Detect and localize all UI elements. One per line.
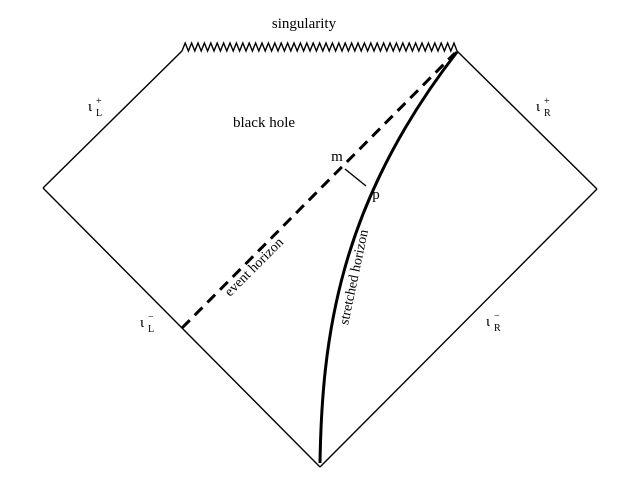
svg-text:−: − xyxy=(494,311,500,322)
scri-minus-left-label: ι − L xyxy=(140,312,154,335)
svg-text:R: R xyxy=(544,108,551,119)
stretched-horizon-curve xyxy=(318,51,459,464)
svg-text:L: L xyxy=(148,324,154,335)
boundary-upper-right xyxy=(456,50,598,190)
m-p-segment xyxy=(344,168,367,187)
boundary-upper-left xyxy=(42,50,183,189)
point-m-label: m xyxy=(331,149,343,165)
svg-text:ι: ι xyxy=(536,99,540,115)
svg-text:+: + xyxy=(544,96,550,107)
svg-text:ι: ι xyxy=(486,314,490,330)
svg-text:L: L xyxy=(96,108,102,119)
event-horizon-line xyxy=(180,51,457,330)
svg-text:+: + xyxy=(96,96,102,107)
scri-plus-left-label: ι + L xyxy=(88,96,102,119)
point-p-label: p xyxy=(372,187,380,203)
scri-plus-right-label: ι + R xyxy=(536,96,551,119)
boundary-lower-right xyxy=(319,188,598,468)
singularity-zigzag xyxy=(181,41,458,53)
singularity-label: singularity xyxy=(272,16,337,32)
svg-text:−: − xyxy=(148,312,154,323)
svg-text:R: R xyxy=(494,323,501,334)
scri-minus-right-label: ι − R xyxy=(486,311,501,334)
svg-text:ι: ι xyxy=(140,315,144,331)
black-hole-label: black hole xyxy=(233,115,295,131)
event-horizon-label: event horizon xyxy=(222,235,287,300)
svg-text:ι: ι xyxy=(88,99,92,115)
